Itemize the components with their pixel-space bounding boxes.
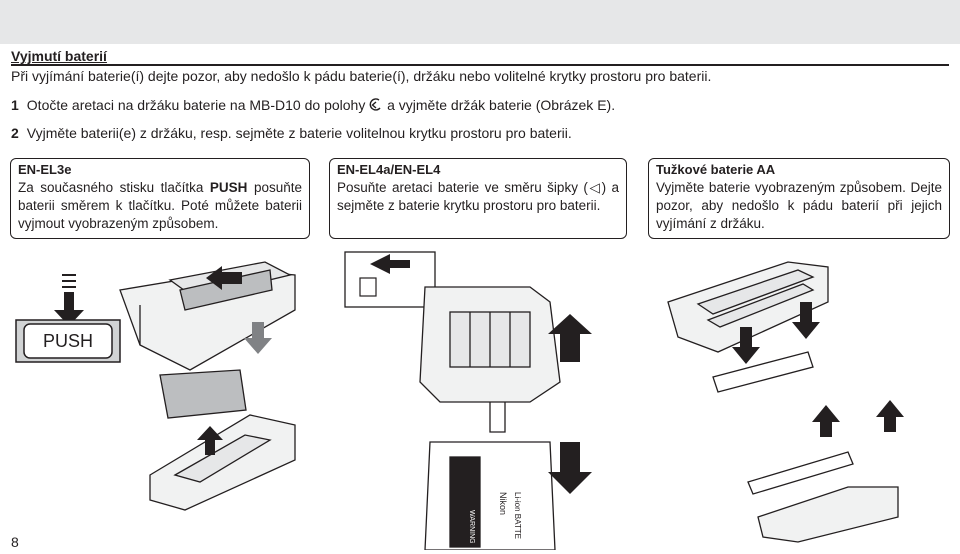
up-arrow-icon [197,426,223,455]
box-title: Tužkové baterie AA [656,162,776,177]
down-arrow-icon [548,442,592,494]
step-text: Otočte aretaci na držáku baterie na MB-D… [26,97,366,113]
box-title: EN-EL4a/EN-EL4 [337,162,441,177]
box-text: Za současného stisku tlačítka PUSH posuň… [18,180,302,231]
section-intro: Při vyjímání baterie(í) dejte pozor, aby… [11,68,712,84]
left-arrow-icon [206,266,242,290]
section-title: Vyjmutí baterií [11,48,107,64]
battery-text: Li-ion BATTE [513,492,522,539]
box-text: Posuňte aretaci baterie ve směru šipky (… [337,180,619,213]
step-2: 2 Vyjměte baterii(e) z držáku, resp. sejm… [11,125,572,141]
up-arrow-icon [548,314,592,362]
push-label: PUSH [209,180,248,195]
illustration-en-el4: Nikon Li-ion BATTE WARNING [344,251,592,550]
push-button-inset: PUSH [15,274,121,363]
box-en-el3e: EN-EL3e Za současného stisku tlačítka PU… [10,158,310,239]
header-band [0,0,960,44]
battery-brand: Nikon [498,492,508,515]
page-number: 8 [11,534,19,550]
down-arrow-icon [792,302,820,339]
box-text: Vyjměte baterie vyobrazeným způsobem. De… [656,180,942,231]
up-arrow-icon [876,400,904,432]
left-arrow-icon [370,254,410,274]
step-1: 1 Otočte aretaci na držáku baterie na MB-… [11,97,615,113]
step-text: Vyjměte baterii(e) z držáku, resp. sejmě… [26,125,572,141]
illustration-aa [667,261,904,543]
unlock-rotate-icon [369,98,381,111]
down-arrow-icon [732,327,760,364]
section-divider [11,64,949,66]
box-aa: Tužkové baterie AA Vyjměte baterie vyobr… [648,158,950,239]
box-en-el4: EN-EL4a/EN-EL4 Posuňte aretaci baterie v… [329,158,627,239]
down-arrow-icon [54,292,84,326]
step-number: 1 [11,97,19,113]
up-arrow-icon [812,405,840,437]
step-text-continued: a vyjměte držák baterie (Obrázek E). [387,97,616,113]
push-button-text: PUSH [43,331,93,351]
step-number: 2 [11,125,19,141]
warning-text: WARNING [468,510,475,544]
illustration-en-el3e: PUSH [15,261,296,511]
down-arrow-icon [244,322,272,354]
box-title: EN-EL3e [18,162,72,177]
